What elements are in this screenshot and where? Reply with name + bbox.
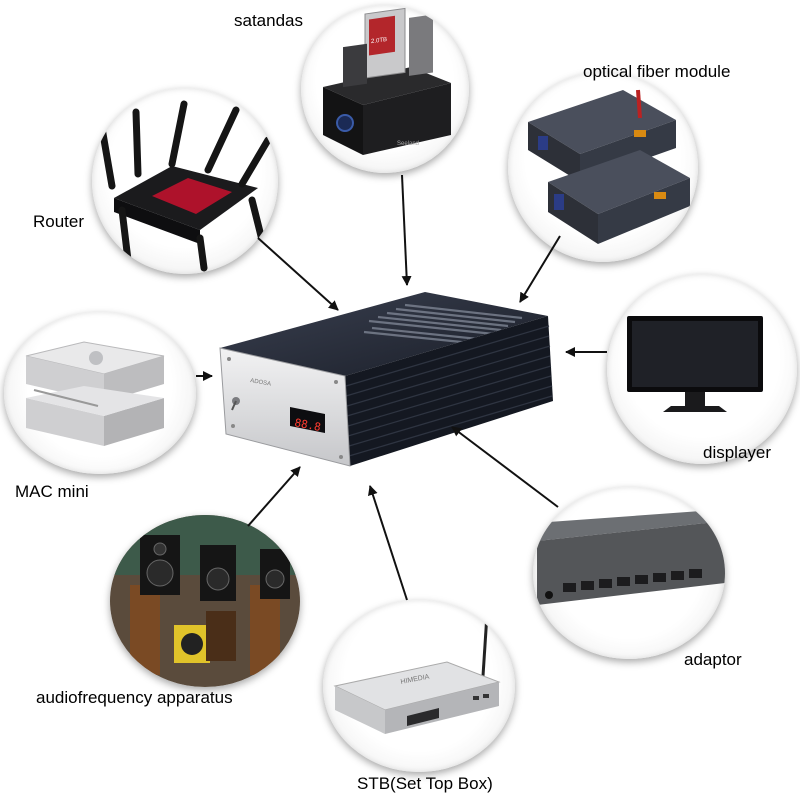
set-top-box-icon: HIMEDIA [333, 613, 501, 734]
svg-text:ADOSA: ADOSA [250, 378, 272, 388]
router-icon [98, 100, 272, 272]
label-adaptor: adaptor [684, 650, 742, 669]
label-audiofrequency-apparatus: audiofrequency apparatus [36, 688, 233, 707]
monitor-circle [607, 274, 797, 464]
dock-brand-label: Seeland [397, 141, 419, 147]
audio-circle [110, 515, 300, 687]
network-switch-circle [533, 487, 725, 659]
hdd-capacity-label: 2.0TB [371, 37, 387, 45]
label-optical-fiber-module: optical fiber module [583, 62, 731, 81]
voltage-display: 88.8 [290, 407, 325, 434]
label-router: Router [33, 212, 85, 231]
hdd-dock-icon: 2.0TB Seeland [323, 7, 451, 155]
network-switch-icon [535, 511, 725, 605]
speakers-icon [110, 515, 300, 687]
mac-mini-icon [25, 341, 165, 446]
voltage-readout: 88.8 [293, 416, 321, 434]
mac-mini-circle [4, 312, 196, 474]
monitor-icon [627, 316, 763, 412]
stb-circle: HIMEDIA [323, 600, 515, 772]
label-satandas: satandas [234, 11, 303, 30]
hdd-dock-circle: 2.0TB Seeland [301, 5, 469, 173]
label-mac-mini: MAC mini [15, 482, 89, 501]
optical-fiber-circle [508, 72, 698, 262]
router-circle [92, 88, 278, 274]
optical-fiber-module-icon [528, 89, 690, 244]
label-displayer: displayer [703, 443, 772, 462]
label-stb: STB(Set Top Box) [357, 774, 493, 793]
